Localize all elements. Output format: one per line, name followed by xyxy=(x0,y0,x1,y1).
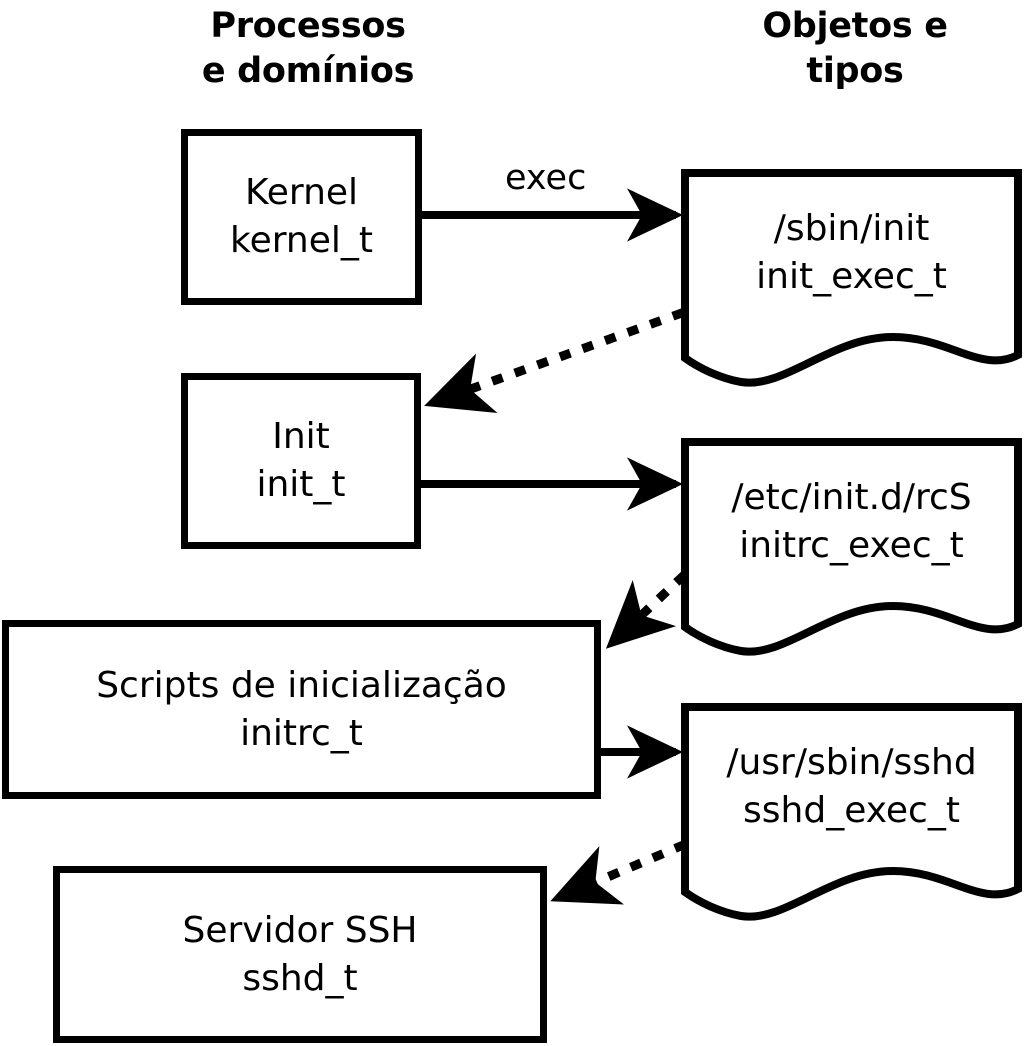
process-node-sshd[interactable]: Servidor SSH sshd_t xyxy=(53,866,547,1043)
process-node-kernel[interactable]: Kernel kernel_t xyxy=(181,129,422,305)
object-node-sshd-exec-type: sshd_exec_t xyxy=(743,790,960,831)
process-node-sshd-name: Servidor SSH xyxy=(182,909,418,951)
object-node-initrc-exec-type: initrc_exec_t xyxy=(739,525,964,566)
object-node-sshd-exec[interactable]: /usr/sbin/sshd sshd_exec_t xyxy=(681,703,1022,923)
process-node-init-name: Init xyxy=(272,416,330,458)
object-node-initrc-exec-path: /etc/init.d/rcS xyxy=(731,477,972,518)
edge-label-exec: exec xyxy=(505,158,587,198)
process-node-sshd-type: sshd_t xyxy=(242,957,358,999)
object-node-initrc-exec[interactable]: /etc/init.d/rcS initrc_exec_t xyxy=(681,438,1022,658)
column-header-processes: Processos e domínios xyxy=(201,6,415,91)
document-shape xyxy=(681,438,1022,656)
document-shape xyxy=(681,703,1022,921)
object-node-sshd-exec-path: /usr/sbin/sshd xyxy=(726,742,977,783)
process-node-kernel-type: kernel_t xyxy=(230,220,373,261)
object-node-init-exec[interactable]: /sbin/init init_exec_t xyxy=(681,169,1022,389)
document-shape xyxy=(681,169,1022,387)
column-header-objects: Objetos e tipos xyxy=(762,6,948,91)
process-node-initrc-name: Scripts de inicialização xyxy=(96,664,507,706)
process-node-initrc[interactable]: Scripts de inicialização initrc_t xyxy=(2,620,601,799)
process-node-init-type: init_t xyxy=(256,464,346,505)
edge-sshd-exec-to-sshd xyxy=(550,840,687,905)
object-node-init-exec-type: init_exec_t xyxy=(756,256,947,297)
process-node-initrc-type: initrc_t xyxy=(240,712,363,754)
object-node-init-exec-path: /sbin/init xyxy=(773,208,930,249)
edge-initrc-exec-to-initrc xyxy=(605,571,688,650)
process-node-init[interactable]: Init init_t xyxy=(181,373,421,549)
process-node-kernel-name: Kernel xyxy=(244,172,359,214)
edge-init-exec-to-init xyxy=(424,308,685,414)
